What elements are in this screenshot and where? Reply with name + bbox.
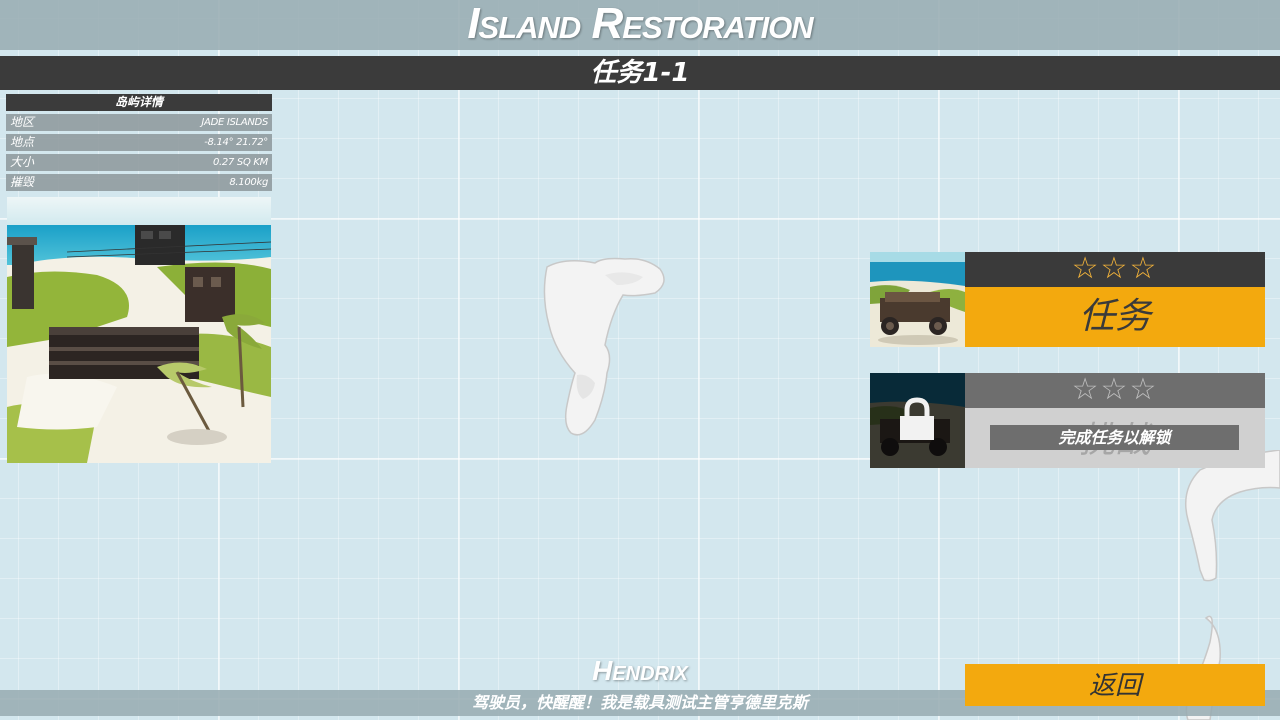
game-title: Island Restoration [467,0,813,48]
island-preview-image [7,197,271,463]
detail-row-destroyed: 摧毁 8.100kg [6,174,272,191]
mission-title: 任务1-1 [0,56,1280,90]
back-button[interactable]: 返回 [965,664,1265,706]
speaker-name: Hendrix [592,655,688,686]
detail-label: 大小 [10,155,35,169]
detail-value: 8.100kg [229,177,268,188]
detail-value: 0.27 SQ KM [212,157,268,168]
detail-label: 地区 [10,115,35,129]
island-details-panel: 岛屿详情 地区 JADE ISLANDS 地点 -8.14° 21.72° 大小… [6,94,272,191]
challenge-button[interactable]: 挑战 完成任务以解锁 [965,408,1265,468]
island-map-silhouette [543,257,665,436]
detail-label: 地点 [10,135,35,149]
detail-row-size: 大小 0.27 SQ KM [6,154,272,171]
challenge-star-rating: ☆☆☆ [965,373,1265,408]
detail-label: 摧毁 [10,175,35,189]
title-bar [0,0,1280,50]
mission-thumbnail [870,252,965,347]
detail-value: -8.14° 21.72° [204,137,268,148]
challenge-card[interactable]: ☆☆☆ 挑战 完成任务以解锁 [870,373,1265,468]
mission-button-label[interactable]: 任务 [965,287,1265,347]
detail-value: JADE ISLANDS [201,117,268,128]
mission-card[interactable]: ☆☆☆ 任务 [870,252,1265,347]
detail-row-location: 地点 -8.14° 21.72° [6,134,272,151]
mission-star-rating: ☆☆☆ [965,252,1265,287]
challenge-thumbnail [870,373,965,468]
unlock-requirement-text: 完成任务以解锁 [990,425,1239,450]
island-details-title: 岛屿详情 [6,94,272,111]
lock-icon [900,397,934,440]
detail-row-region: 地区 JADE ISLANDS [6,114,272,131]
